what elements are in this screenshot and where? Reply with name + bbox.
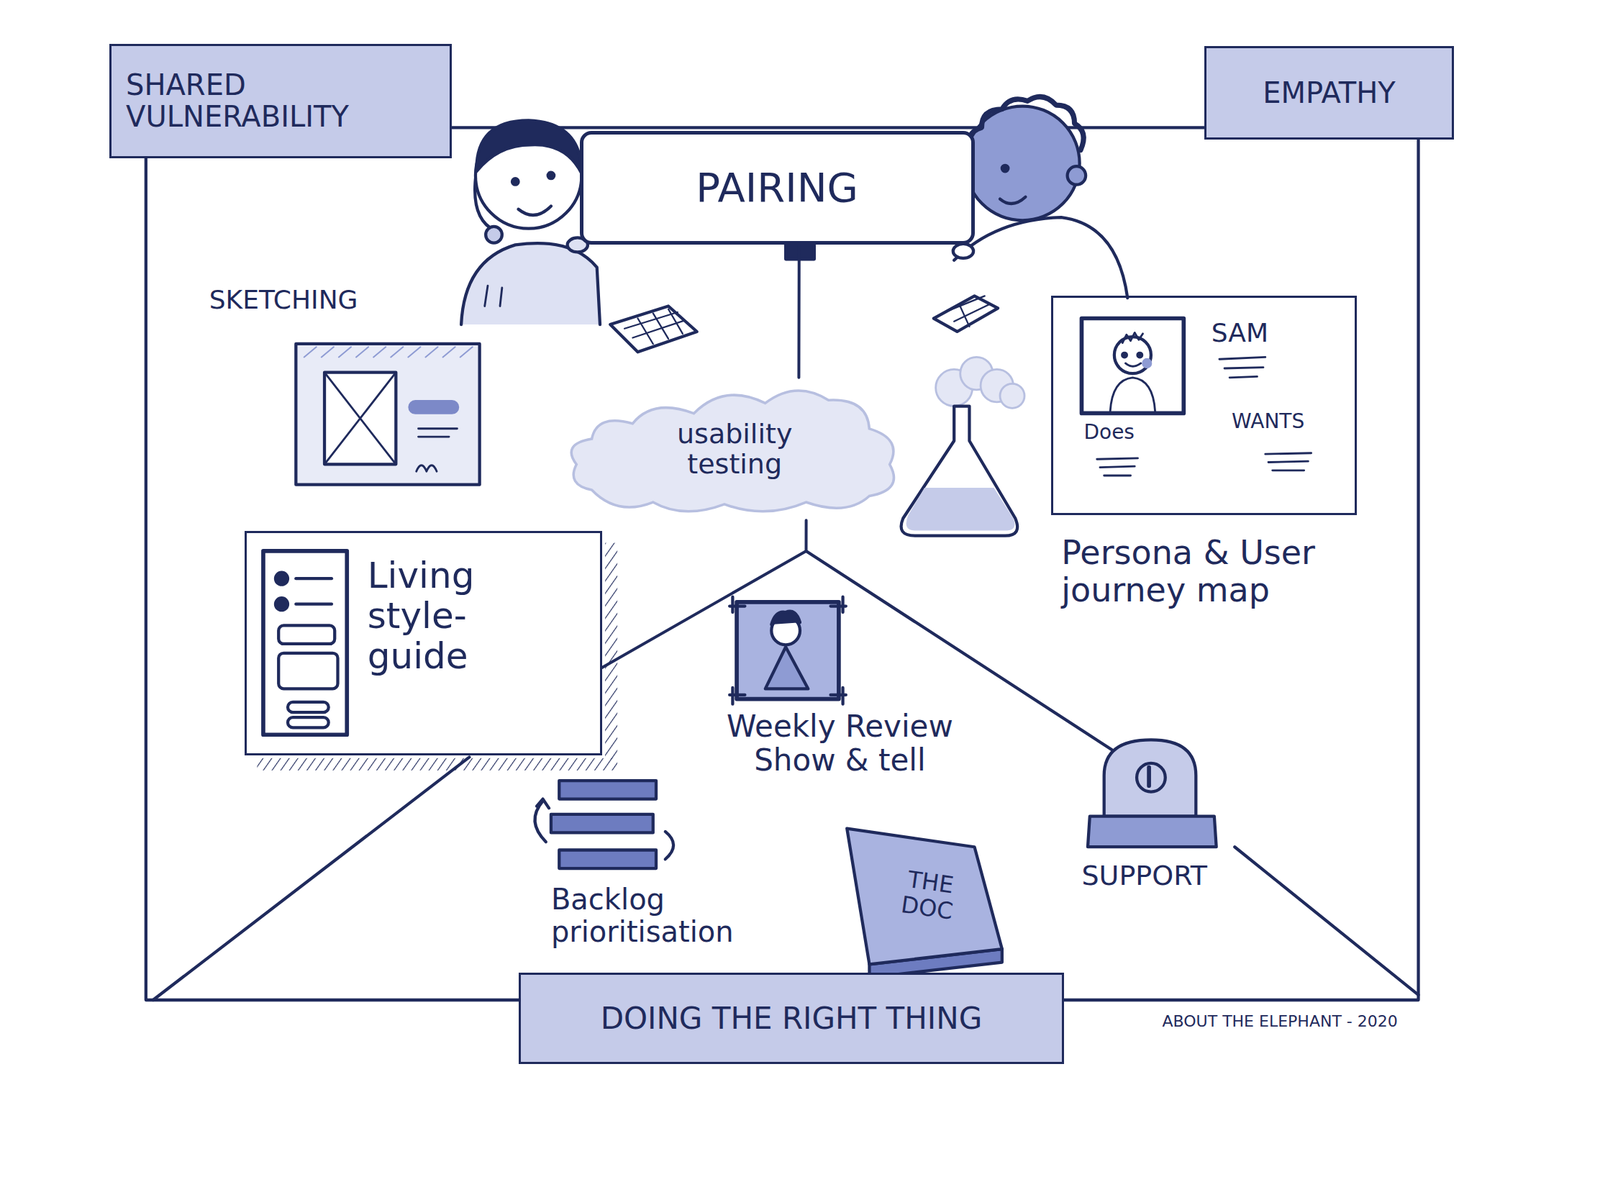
text-holder: PAIRING [583,134,972,242]
signature: ABOUT THE ELEPHANT - 2020 [1153,1012,1398,1031]
text: Living style-guide [367,555,523,677]
style-guide-card: Living style-guide [244,530,602,756]
text-squiggle [1097,458,1139,476]
text: PAIRING [695,165,859,211]
text: Backlog prioritisation [551,883,811,949]
text-holder: Persona & User journey map [1061,534,1335,609]
text: THE DOC [885,864,972,926]
text-holder: THE DOC [856,831,1000,959]
text: Persona & User journey map [1061,534,1335,609]
text: ABOUT THE ELEPHANT - 2020 [1153,1012,1398,1031]
pyramid-line [153,756,470,1000]
connector-line [602,520,807,668]
shadow-hatch [256,758,618,771]
text-holder: SAM [1211,318,1269,348]
style-guide-ui [263,551,347,735]
text: usability testing [651,418,818,480]
review-label: Weekly Review Show & tell [688,709,991,777]
text: EMPATHY [1262,76,1396,110]
backlog-label: Backlog prioritisation [551,883,811,949]
text: SHARED VULNERABILITY [125,69,436,134]
text: Does [1083,420,1135,444]
person-right [953,97,1129,299]
text: SKETCHING [209,285,359,315]
cloud-shape: usability testing [561,377,908,521]
text-holder: Living style-guide [367,555,523,677]
monitor-screen: PAIRING [579,130,975,246]
connector-line [797,244,800,377]
text: SUPPORT [1081,860,1208,892]
persona-card: SAMDoesWANTSPersona & User journey map [1051,295,1358,516]
frame-line [451,125,1204,129]
flask [901,356,1025,536]
text: Weekly Review Show & tell [688,709,991,777]
framed-picture [729,597,847,705]
persona-portrait [1081,318,1184,414]
text: SAM [1211,318,1269,348]
keyboard [933,295,998,332]
text-holder: SHARED VULNERABILITY [111,46,451,157]
pyramid-line [1234,846,1418,995]
text-squiggle [1265,453,1312,471]
frame-line [146,127,1419,1000]
support-label: SUPPORT [1081,860,1208,892]
text-holder: Does [1083,420,1135,444]
shadow-hatch [605,543,618,760]
text: WANTS [1231,410,1305,433]
text-holder: usability testing [561,377,908,521]
backlog-stack [534,780,674,869]
keyboard [610,306,698,353]
text-holder: DOING THE RIGHT THING [520,974,1063,1063]
sketching-label: SKETCHING [209,285,359,315]
sketch-card [295,343,480,485]
bottom-label-box: DOING THE RIGHT THING [518,972,1065,1065]
book [846,828,1003,978]
text: DOING THE RIGHT THING [600,1001,983,1036]
book-cover: THE DOC [856,831,1000,959]
support-siren [1087,739,1217,847]
corner-label-box: SHARED VULNERABILITY [109,43,453,159]
corner-label-box: EMPATHY [1204,46,1455,140]
text-holder: EMPATHY [1206,48,1453,138]
text-squiggle [1219,356,1266,377]
text-holder: WANTS [1231,410,1305,433]
